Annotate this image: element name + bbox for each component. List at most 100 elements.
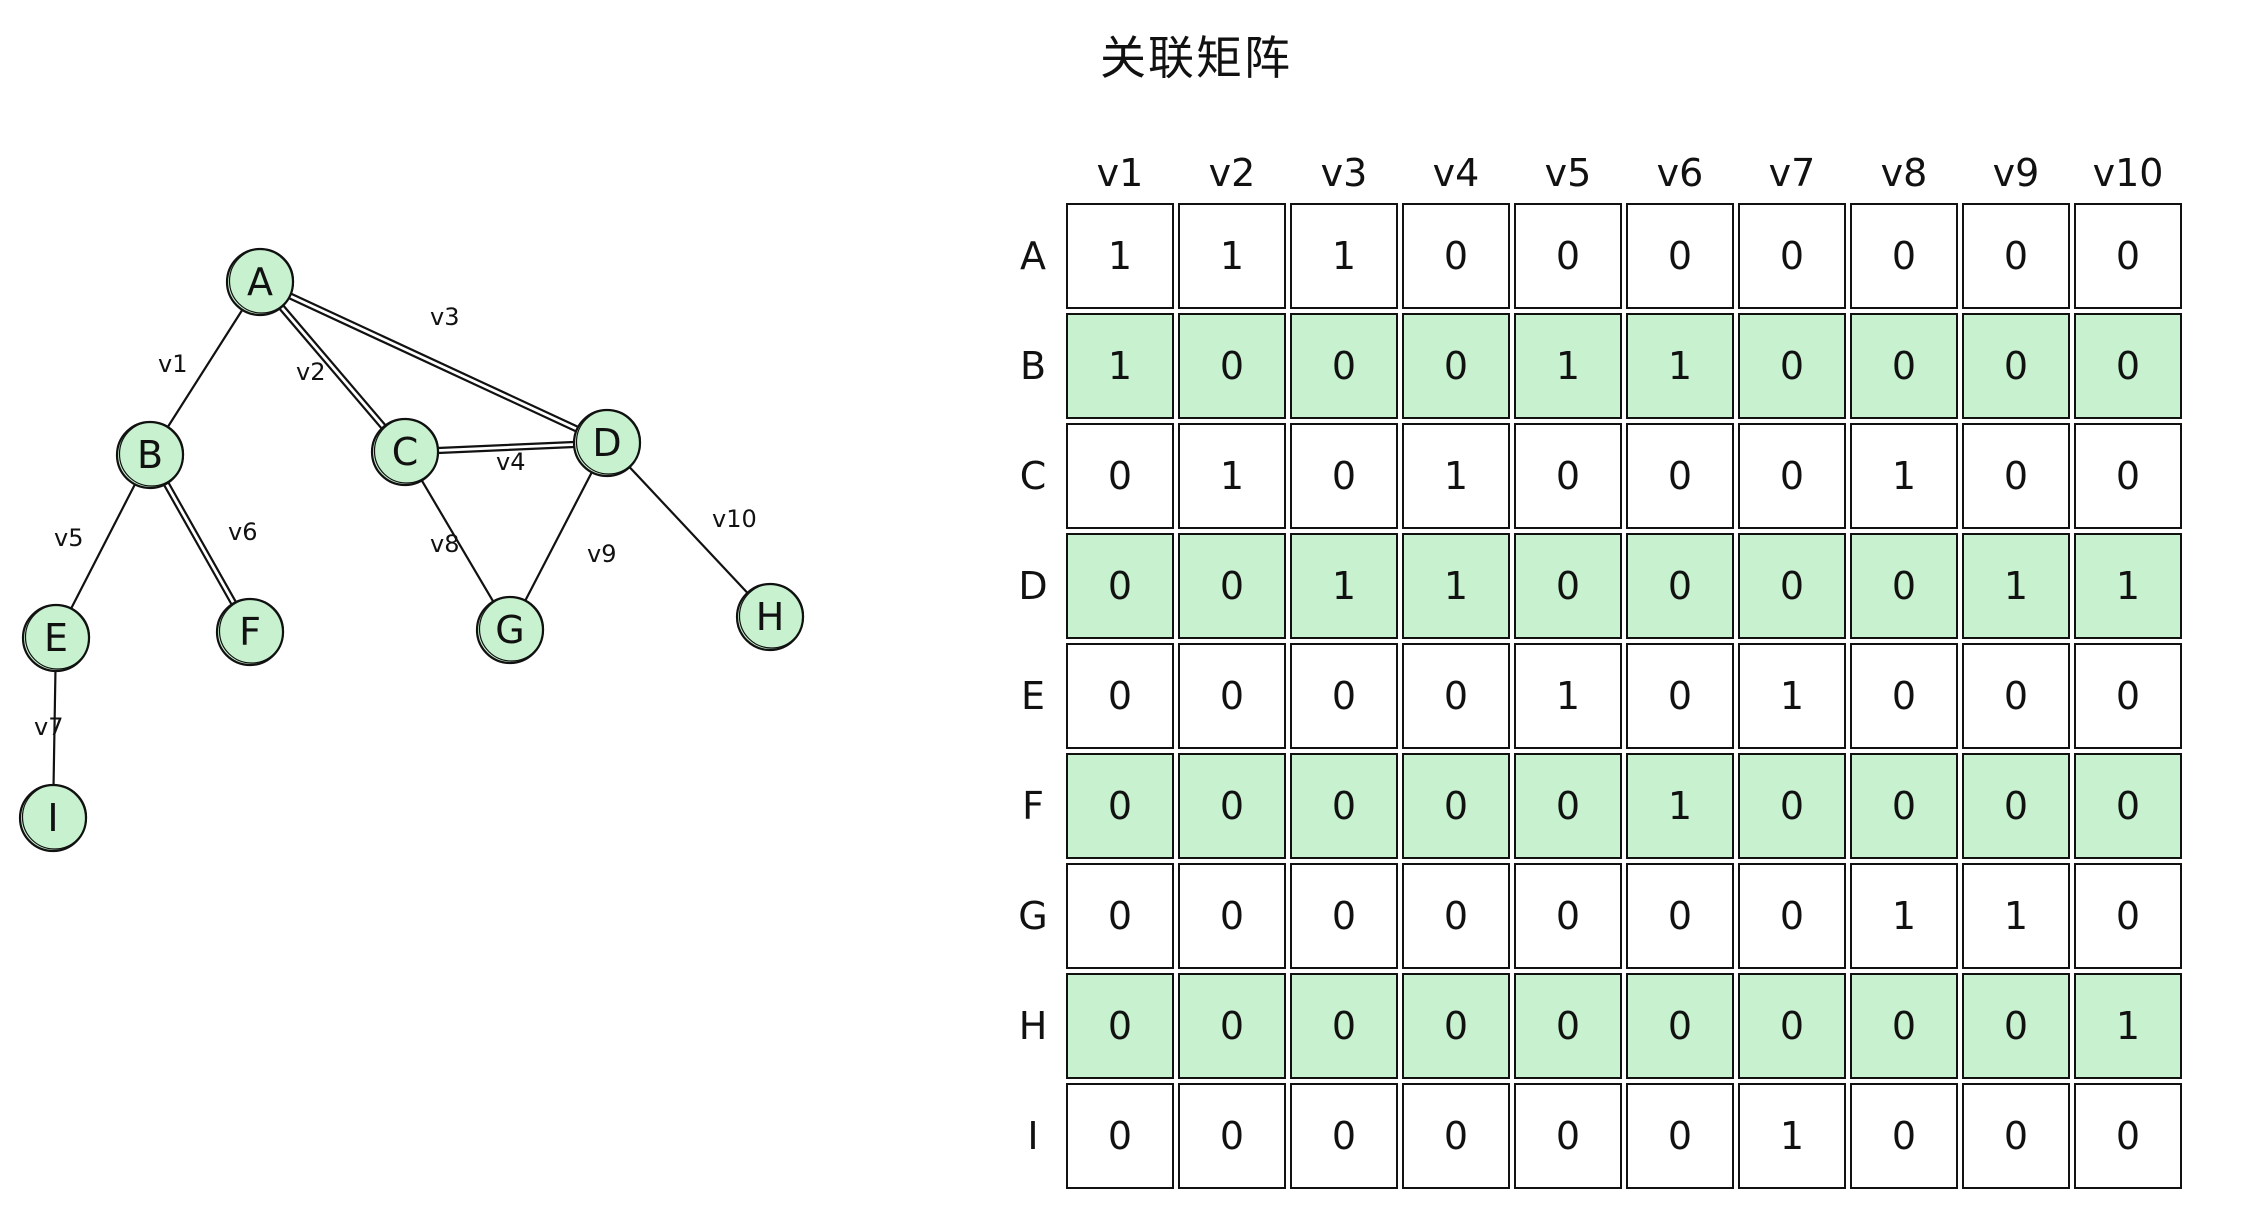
node-h: H (735, 582, 805, 652)
matrix-cell: 0 (1514, 203, 1622, 309)
edge-label-v10: v10 (712, 505, 757, 533)
matrix-cell: 0 (1066, 423, 1174, 529)
edge-label-v6: v6 (228, 518, 257, 546)
edge-label-v5: v5 (54, 524, 83, 552)
matrix-cell: 0 (1402, 753, 1510, 859)
matrix-cell: 0 (1850, 313, 1958, 419)
matrix-cell: 1 (1066, 313, 1174, 419)
matrix-cell: 0 (2074, 863, 2182, 969)
column-header: v7 (1768, 151, 1816, 195)
matrix-cell: 0 (1514, 753, 1622, 859)
matrix-cell: 1 (1514, 313, 1622, 419)
matrix-cell: 1 (1178, 423, 1286, 529)
column-header: v1 (1096, 151, 1144, 195)
matrix-cell: 1 (1962, 863, 2070, 969)
matrix-cell: 0 (1962, 973, 2070, 1079)
matrix-cell: 0 (1738, 423, 1846, 529)
matrix-cell: 0 (1402, 643, 1510, 749)
matrix-cell: 1 (1066, 203, 1174, 309)
matrix-cell: 0 (2074, 753, 2182, 859)
node-label: E (44, 616, 68, 660)
matrix-cell: 1 (1402, 423, 1510, 529)
matrix-title: 关联矩阵 (1100, 31, 1292, 85)
graph-edges (52, 292, 749, 787)
matrix-cell: 0 (1178, 753, 1286, 859)
row-header: G (1018, 894, 1048, 938)
node-g: G (475, 595, 545, 665)
edge-v10 (628, 465, 749, 595)
matrix-cell: 0 (1850, 203, 1958, 309)
matrix-cell: 0 (1066, 1083, 1174, 1189)
matrix-cell: 0 (1290, 423, 1398, 529)
edge-v8 (420, 479, 495, 603)
node-circle-sketch (738, 583, 805, 649)
matrix-cell: 0 (2074, 423, 2182, 529)
matrix-cell: 0 (1962, 1083, 2070, 1189)
matrix-cell: 0 (1290, 643, 1398, 749)
edge-v7 (52, 669, 57, 787)
matrix-cell: 0 (1066, 643, 1174, 749)
matrix-cell: 0 (1514, 863, 1622, 969)
matrix-cell: 0 (1850, 1083, 1958, 1189)
matrix-cell: 1 (1626, 753, 1734, 859)
column-header: v8 (1880, 151, 1928, 195)
edge-label-v9: v9 (587, 540, 616, 568)
matrix-cell: 0 (1962, 643, 2070, 749)
node-circle-sketch (228, 248, 295, 314)
edge-v1 (166, 308, 244, 429)
matrix-corner (1004, 144, 1062, 199)
node-label: A (247, 260, 273, 304)
matrix-cell: 0 (1962, 753, 2070, 859)
matrix-cell: 0 (1290, 973, 1398, 1079)
matrix-cell: 0 (1066, 533, 1174, 639)
edge-v3 (289, 292, 580, 428)
matrix-cell: 0 (1290, 313, 1398, 419)
node-circle-sketch (21, 784, 88, 850)
column-header: v2 (1208, 151, 1256, 195)
matrix-cell: 0 (2074, 643, 2182, 749)
matrix-cell: 1 (1290, 203, 1398, 309)
matrix-cell: 0 (1626, 1083, 1734, 1189)
matrix-cell: 0 (1850, 533, 1958, 639)
edge-label-v8: v8 (430, 530, 459, 558)
column-header: v9 (1992, 151, 2040, 195)
matrix-cell: 1 (1626, 313, 1734, 419)
node-d: D (572, 408, 642, 478)
edge-v4 (436, 445, 576, 455)
matrix-cell: 0 (1738, 533, 1846, 639)
edge-v9 (524, 471, 593, 602)
matrix-cell: 0 (1962, 203, 2070, 309)
edge-label-v1: v1 (158, 350, 187, 378)
column-header: v6 (1656, 151, 1704, 195)
matrix-cell: 1 (1402, 533, 1510, 639)
matrix-cell: 1 (1738, 643, 1846, 749)
matrix-cell: 0 (1402, 313, 1510, 419)
matrix-cell: 0 (1290, 863, 1398, 969)
node-circle-sketch (478, 596, 545, 662)
matrix-cell: 0 (1514, 973, 1622, 1079)
matrix-cell: 0 (1178, 863, 1286, 969)
matrix-cell: 0 (1626, 973, 1734, 1079)
matrix-cell: 0 (1178, 973, 1286, 1079)
matrix-cell: 1 (1850, 863, 1958, 969)
edge-v2 (282, 304, 387, 427)
matrix-cell: 0 (1066, 753, 1174, 859)
edge-label-v7: v7 (34, 713, 63, 741)
matrix-cell: 0 (1066, 973, 1174, 1079)
row-header: E (1020, 674, 1045, 718)
column-header: v3 (1320, 151, 1368, 195)
row-header: A (1020, 234, 1046, 278)
matrix-cell: 0 (1514, 423, 1622, 529)
node-circle-sketch (575, 409, 642, 475)
matrix-cell: 1 (1738, 1083, 1846, 1189)
matrix-cell: 0 (1850, 753, 1958, 859)
matrix-cell: 0 (1850, 973, 1958, 1079)
